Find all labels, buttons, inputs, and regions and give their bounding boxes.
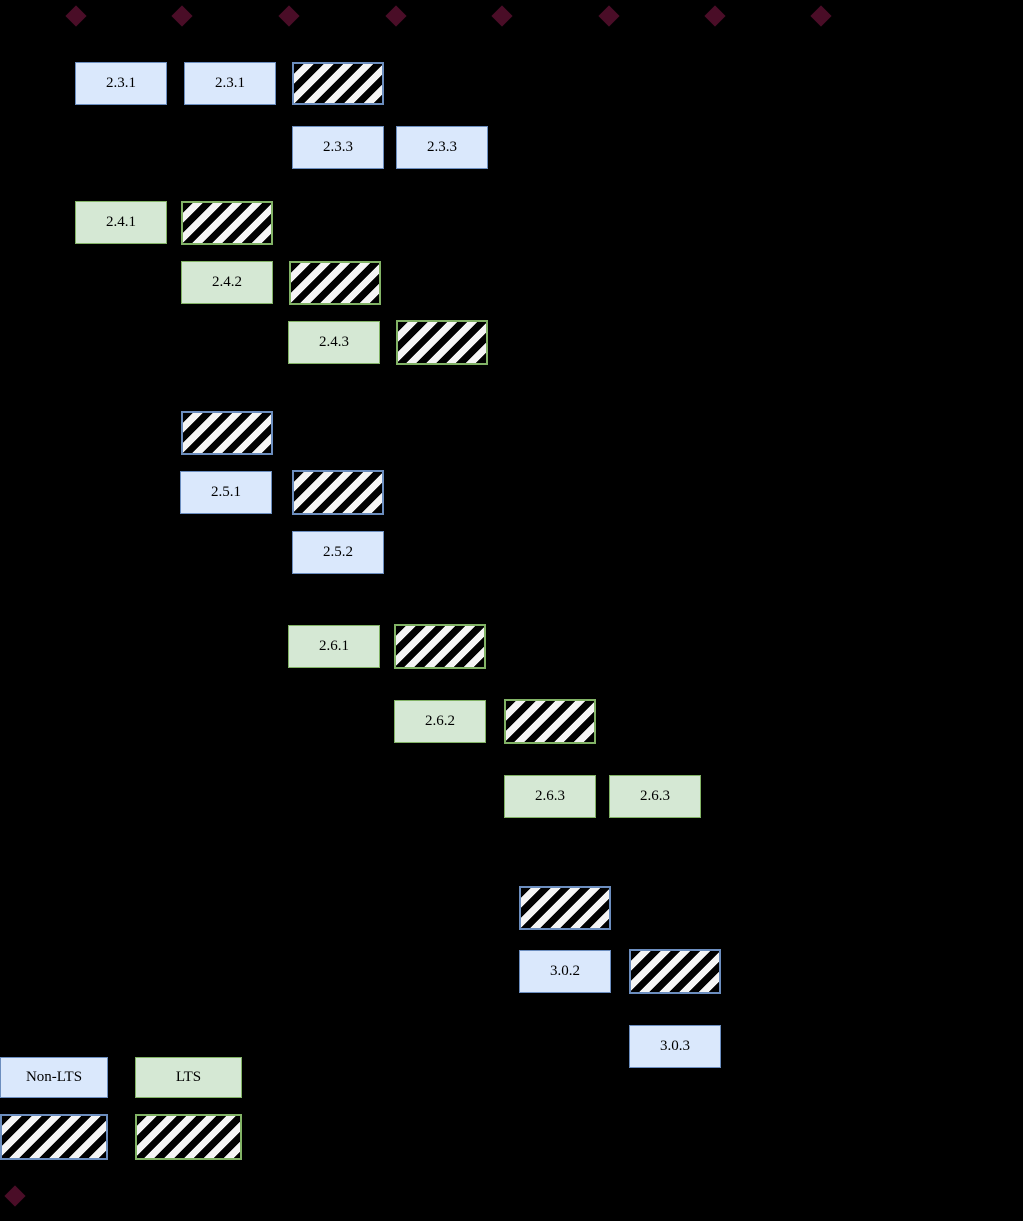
version-box-2.3.3: 2.3.3: [396, 126, 488, 169]
planned-version-box: [519, 886, 611, 930]
version-box-3.0.3: 3.0.3: [629, 1025, 721, 1068]
planned-version-box: [289, 261, 381, 305]
version-box-2.6.3: 2.6.3: [504, 775, 596, 818]
version-label: 2.6.1: [319, 638, 349, 654]
version-box-2.4.2: 2.4.2: [181, 261, 273, 304]
milestone-diamond: [171, 5, 193, 27]
milestone-diamond: [704, 5, 726, 27]
version-label: 2.3.1: [215, 75, 245, 91]
version-label: 2.3.3: [323, 139, 353, 155]
version-box-2.5.1: 2.5.1: [180, 471, 272, 514]
legend-lts-box: LTS: [135, 1057, 242, 1098]
milestone-diamond: [598, 5, 620, 27]
planned-version-box: [629, 949, 721, 994]
milestone-diamond: [385, 5, 407, 27]
milestone-diamond: [491, 5, 513, 27]
version-label: 2.6.2: [425, 713, 455, 729]
version-label: 2.6.3: [535, 788, 565, 804]
version-label: 2.4.3: [319, 334, 349, 350]
version-box-2.6.1: 2.6.1: [288, 625, 380, 668]
version-label: 3.0.3: [660, 1038, 690, 1054]
version-box-2.6.3: 2.6.3: [609, 775, 701, 818]
version-box-3.0.2: 3.0.2: [519, 950, 611, 993]
legend-label: Non-LTS: [25, 1069, 83, 1085]
version-label: 2.6.3: [640, 788, 670, 804]
legend-non-lts-box: Non-LTS: [0, 1057, 108, 1098]
legend-lts-planned-box: [135, 1114, 242, 1160]
version-label: 2.5.2: [323, 544, 353, 560]
planned-version-box: [504, 699, 596, 744]
legend-non-lts-planned-box: [0, 1114, 108, 1160]
version-box-2.4.1: 2.4.1: [75, 201, 167, 244]
version-box-2.4.3: 2.4.3: [288, 321, 380, 364]
version-label: 2.3.1: [106, 75, 136, 91]
milestone-diamond: [4, 1185, 26, 1207]
legend-label: LTS: [175, 1069, 202, 1085]
version-label: 2.4.2: [212, 274, 242, 290]
planned-version-box: [181, 411, 273, 455]
planned-version-box: [394, 624, 486, 669]
version-box-2.3.3: 2.3.3: [292, 126, 384, 169]
version-box-2.3.1: 2.3.1: [184, 62, 276, 105]
version-box-2.3.1: 2.3.1: [75, 62, 167, 105]
planned-version-box: [292, 62, 384, 105]
milestone-diamond: [65, 5, 87, 27]
version-label: 2.5.1: [211, 484, 241, 500]
milestone-diamond: [278, 5, 300, 27]
planned-version-box: [181, 201, 273, 245]
version-box-2.5.2: 2.5.2: [292, 531, 384, 574]
version-label: 2.4.1: [106, 214, 136, 230]
version-label: 3.0.2: [550, 963, 580, 979]
planned-version-box: [292, 470, 384, 515]
milestone-diamond: [810, 5, 832, 27]
planned-version-box: [396, 320, 488, 365]
version-box-2.6.2: 2.6.2: [394, 700, 486, 743]
version-label: 2.3.3: [427, 139, 457, 155]
